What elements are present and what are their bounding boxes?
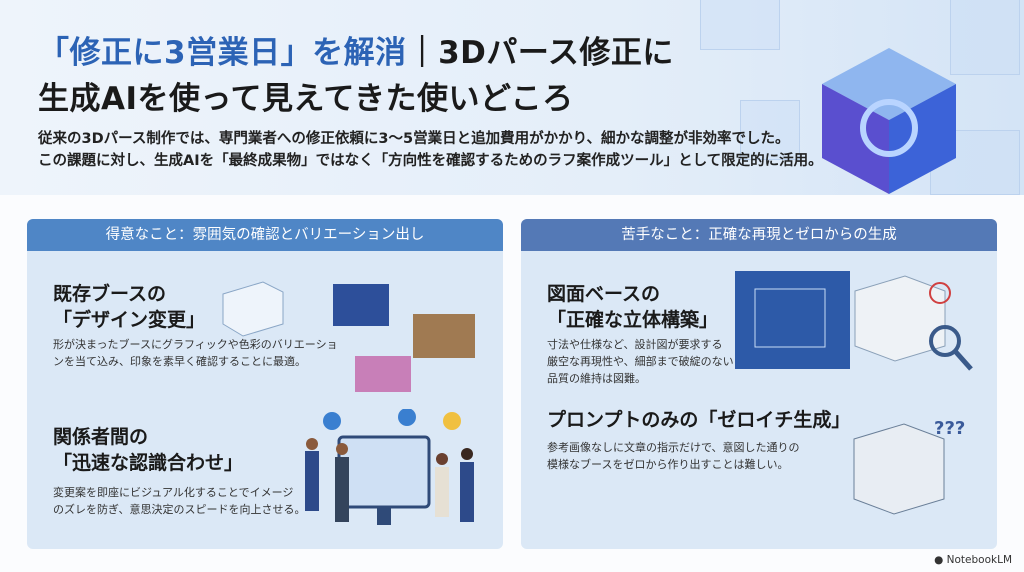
desc-line: のズレを防ぎ、意思決定のスピードを向上させる。	[53, 503, 306, 516]
title-line: プロンプトのみの「ゼロイチ生成」	[547, 409, 851, 431]
strengths-heading: 得意なこと：雰囲気の確認とバリエーション出し	[27, 219, 503, 251]
strength-item-desc: 変更案を即座にビジュアル化することでイメージ のズレを防ぎ、意思決定のスピードを…	[53, 484, 305, 518]
weakness-item-desc: 参考画像なしに文章の指示だけで、意図した通りの 模様なブースをゼロから作り出すこ…	[547, 439, 800, 473]
booth-variations-illustration	[222, 281, 475, 392]
page-title: 「修正に3営業日」を解消｜3Dパース修正に 生成AIを使って見えてきた使いどころ	[38, 30, 674, 122]
desc-line: ンを当て込み、印象を素早く確認することに最適。	[53, 355, 306, 368]
strength-item-desc: 形が決まったブースにグラフィックや色彩のバリエーショ ンを当て込み、印象を素早く…	[53, 336, 338, 370]
title-rest: ｜3Dパース修正に	[406, 35, 674, 71]
notebooklm-brand: ● NotebookLM	[934, 554, 1012, 566]
decor-cube	[700, 0, 780, 50]
weakness-item-title: 図面ベースの 「正確な立体構築」	[547, 281, 718, 333]
svg-text:???: ???	[934, 418, 965, 439]
decor-cube	[950, 0, 1020, 75]
strength-item-title: 関係者間の 「迅速な認識合わせ」	[53, 424, 243, 476]
confused-booth-illustration: ???	[853, 418, 965, 515]
team-meeting-illustration	[305, 409, 474, 525]
title-line: 「正確な立体構築」	[547, 309, 719, 331]
desc-line: 品質の維持は図難。	[547, 372, 646, 385]
weakness-item-desc: 寸法や仕様など、設計図が要求する 厳空な再現性や、細部まで破綻のない 品質の維持…	[547, 336, 734, 387]
strength-item-title: 既存ブースの 「デザイン変更」	[53, 281, 205, 333]
desc-line: 厳空な再現性や、細部まで破綻のない	[547, 355, 734, 368]
title-line: 関係者間の	[53, 426, 149, 448]
title-line: 図面ベースの	[547, 283, 661, 305]
title-line: 既存ブースの	[53, 283, 167, 305]
blueprint-illustration	[735, 271, 973, 371]
desc-line: 形が決まったブースにグラフィックや色彩のバリエーショ	[53, 338, 338, 351]
weaknesses-panel: 苦手なこと：正確な再現とゼロからの生成 図面ベースの 「正確な立体構築」 寸法や…	[521, 219, 997, 549]
hero-banner: 「修正に3営業日」を解消｜3Dパース修正に 生成AIを使って見えてきた使いどころ…	[0, 0, 1024, 195]
weaknesses-heading: 苦手なこと：正確な再現とゼロからの生成	[521, 219, 997, 251]
title-line: 「デザイン変更」	[53, 309, 206, 331]
desc-line: 寸法や仕様など、設計図が要求する	[547, 338, 723, 351]
desc-line: 変更案を即座にビジュアル化することでイメージ	[53, 486, 294, 499]
brand-label: NotebookLM	[946, 554, 1012, 566]
decor-cube	[740, 100, 800, 160]
title-line: 「迅速な認識合わせ」	[53, 452, 244, 474]
lead-line: 従来の3Dパース制作では、専門業者への修正依頼に3〜5営業日と追加費用がかかり、…	[38, 131, 790, 147]
lead-line: この課題に対し、生成AIを「最終成果物」ではなく「方向性を確認するためのラフ案作…	[38, 153, 823, 169]
desc-line: 模様なブースをゼロから作り出すことは難しい。	[547, 458, 789, 471]
lead-text: 従来の3Dパース制作では、専門業者への修正依頼に3〜5営業日と追加費用がかかり、…	[38, 128, 823, 172]
title-accent: 「修正に3営業日」を解消	[38, 35, 407, 71]
weakness-item-title: プロンプトのみの「ゼロイチ生成」	[547, 407, 850, 433]
title-line2: 生成AIを使って見えてきた使いどころ	[38, 81, 574, 117]
desc-line: 参考画像なしに文章の指示だけで、意図した通りの	[547, 441, 800, 454]
ai-cube-icon	[822, 48, 956, 194]
strengths-panel: 得意なこと：雰囲気の確認とバリエーション出し 既存ブースの 「デザイン変更」 形…	[27, 219, 503, 549]
